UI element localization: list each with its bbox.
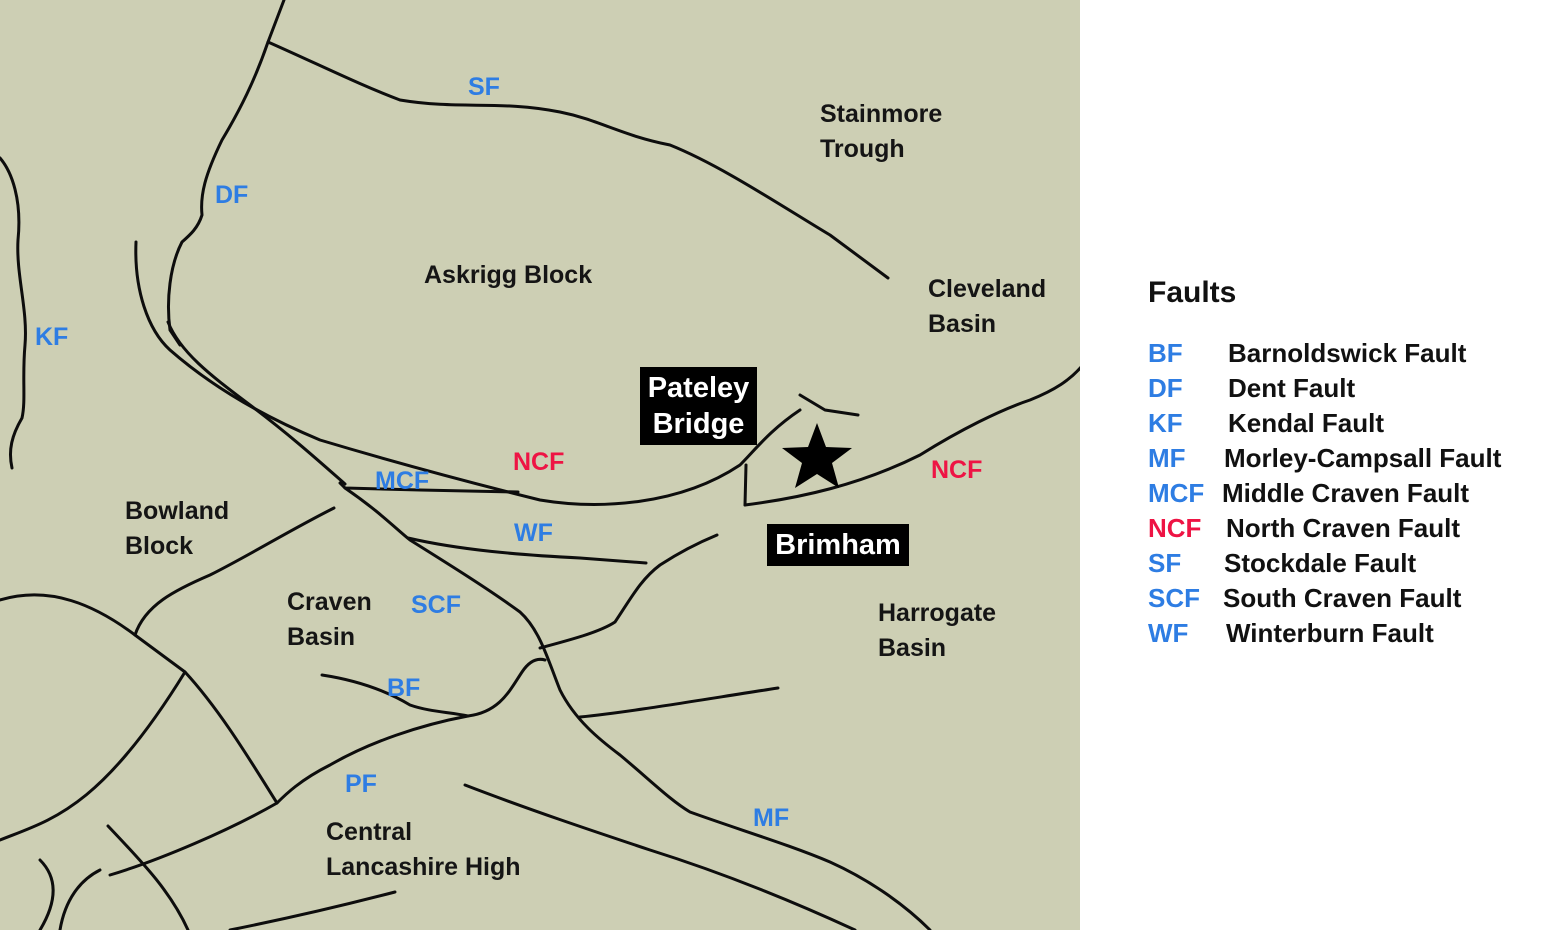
legend-code: SCF <box>1148 583 1200 613</box>
fault-line-stockdale <box>266 40 890 280</box>
region-label-cleveland-basin: Cleveland Basin <box>928 275 1047 338</box>
legend-item: NCF North Craven Fault <box>1148 513 1460 548</box>
fault-line-fork-north <box>798 393 860 417</box>
geological-map: Stainmore Trough Askrigg Block Cleveland… <box>0 0 1080 930</box>
region-label-central-lancashire-high: Central Lancashire High <box>326 818 521 881</box>
fault-line-bowland-west <box>0 593 279 805</box>
fault-label-sf: SF <box>468 73 500 101</box>
legend-code: KF <box>1148 408 1183 438</box>
fault-line-morley-campsall <box>578 686 780 719</box>
fault-label-ncf-east: NCF <box>931 456 983 484</box>
fault-line-dent <box>167 0 286 347</box>
fault-label-wf: WF <box>514 519 553 547</box>
legend-name: Winterburn Fault <box>1226 618 1434 648</box>
region-label-bowland-block: Bowland Block <box>125 497 230 560</box>
legend-item: WF Winterburn Fault <box>1148 618 1434 653</box>
legend-title: Faults <box>1148 276 1237 309</box>
legend-code: WF <box>1148 618 1189 648</box>
fault-label-kf: KF <box>35 323 69 351</box>
fault-line-south-2 <box>0 670 187 842</box>
legend-item: KF Kendal Fault <box>1148 408 1384 443</box>
star-icon <box>782 423 852 488</box>
legend-item: SF Stockdale Fault <box>1148 548 1416 583</box>
region-label-harrogate-basin: Harrogate Basin <box>878 599 997 662</box>
fault-line-pendle-west <box>108 714 470 877</box>
fault-line-pendle <box>466 657 547 718</box>
fault-line-kendal <box>0 156 27 470</box>
region-label-craven-basin: Craven Basin <box>287 588 372 651</box>
region-label-stainmore-trough: Stainmore Trough <box>820 100 943 163</box>
legend-item: BF Barnoldswick Fault <box>1148 338 1466 373</box>
fault-line-ne-branch <box>538 533 719 650</box>
fault-line-south-4 <box>38 858 55 930</box>
legend-code: DF <box>1148 373 1183 403</box>
fault-line-barnoldswick <box>320 673 470 718</box>
legend-item: MF Morley-Campsall Fault <box>1148 443 1501 478</box>
place-label-pateley-bridge: Pateley Bridge <box>640 367 757 445</box>
fault-line-south-1 <box>463 783 857 930</box>
fault-line-ncf-east <box>743 365 1080 507</box>
legend-code: MCF <box>1148 478 1205 508</box>
legend-code: SF <box>1148 548 1182 578</box>
legend-code: NCF <box>1148 513 1202 543</box>
legend-name: South Craven Fault <box>1223 583 1462 613</box>
legend-name: Dent Fault <box>1228 373 1356 403</box>
fault-line-ncf-west <box>134 240 802 506</box>
legend-item: SCF South Craven Fault <box>1148 583 1461 618</box>
fault-label-bf: BF <box>387 674 421 702</box>
fault-line-middle-craven <box>338 481 520 494</box>
fault-label-scf: SCF <box>411 591 461 619</box>
fault-line-ncf-strand <box>166 320 347 486</box>
legend-code: MF <box>1148 443 1186 473</box>
fault-line-south-craven <box>343 486 932 930</box>
fault-line-south-5 <box>58 868 102 930</box>
place-label-brimham: Brimham <box>767 524 909 566</box>
fault-label-mcf: MCF <box>375 467 430 495</box>
fault-line-south-6 <box>228 890 397 930</box>
fault-label-ncf-west: NCF <box>513 448 565 476</box>
fault-line-winterburn <box>406 536 648 565</box>
legend-name: Barnoldswick Fault <box>1228 338 1467 368</box>
fault-label-pf: PF <box>345 770 377 798</box>
region-label-askrigg-block: Askrigg Block <box>424 261 593 289</box>
legend-code: BF <box>1148 338 1183 368</box>
legend-name: Middle Craven Fault <box>1222 478 1470 508</box>
fault-line-bowland-south <box>133 506 336 637</box>
legend-item: MCF Middle Craven Fault <box>1148 478 1469 513</box>
legend-name: Stockdale Fault <box>1224 548 1417 578</box>
fault-lines-layer <box>0 0 1080 930</box>
legend-name: North Craven Fault <box>1226 513 1461 543</box>
fault-label-df: DF <box>215 181 249 209</box>
legend-name: Morley-Campsall Fault <box>1224 443 1502 473</box>
legend-item: DF Dent Fault <box>1148 373 1355 408</box>
fault-label-mf: MF <box>753 804 790 832</box>
fault-line-fork-link <box>743 463 748 507</box>
legend: Faults BF Barnoldswick Fault DF Dent Fau… <box>1148 276 1501 653</box>
legend-name: Kendal Fault <box>1228 408 1385 438</box>
fault-line-south-3 <box>106 824 190 930</box>
